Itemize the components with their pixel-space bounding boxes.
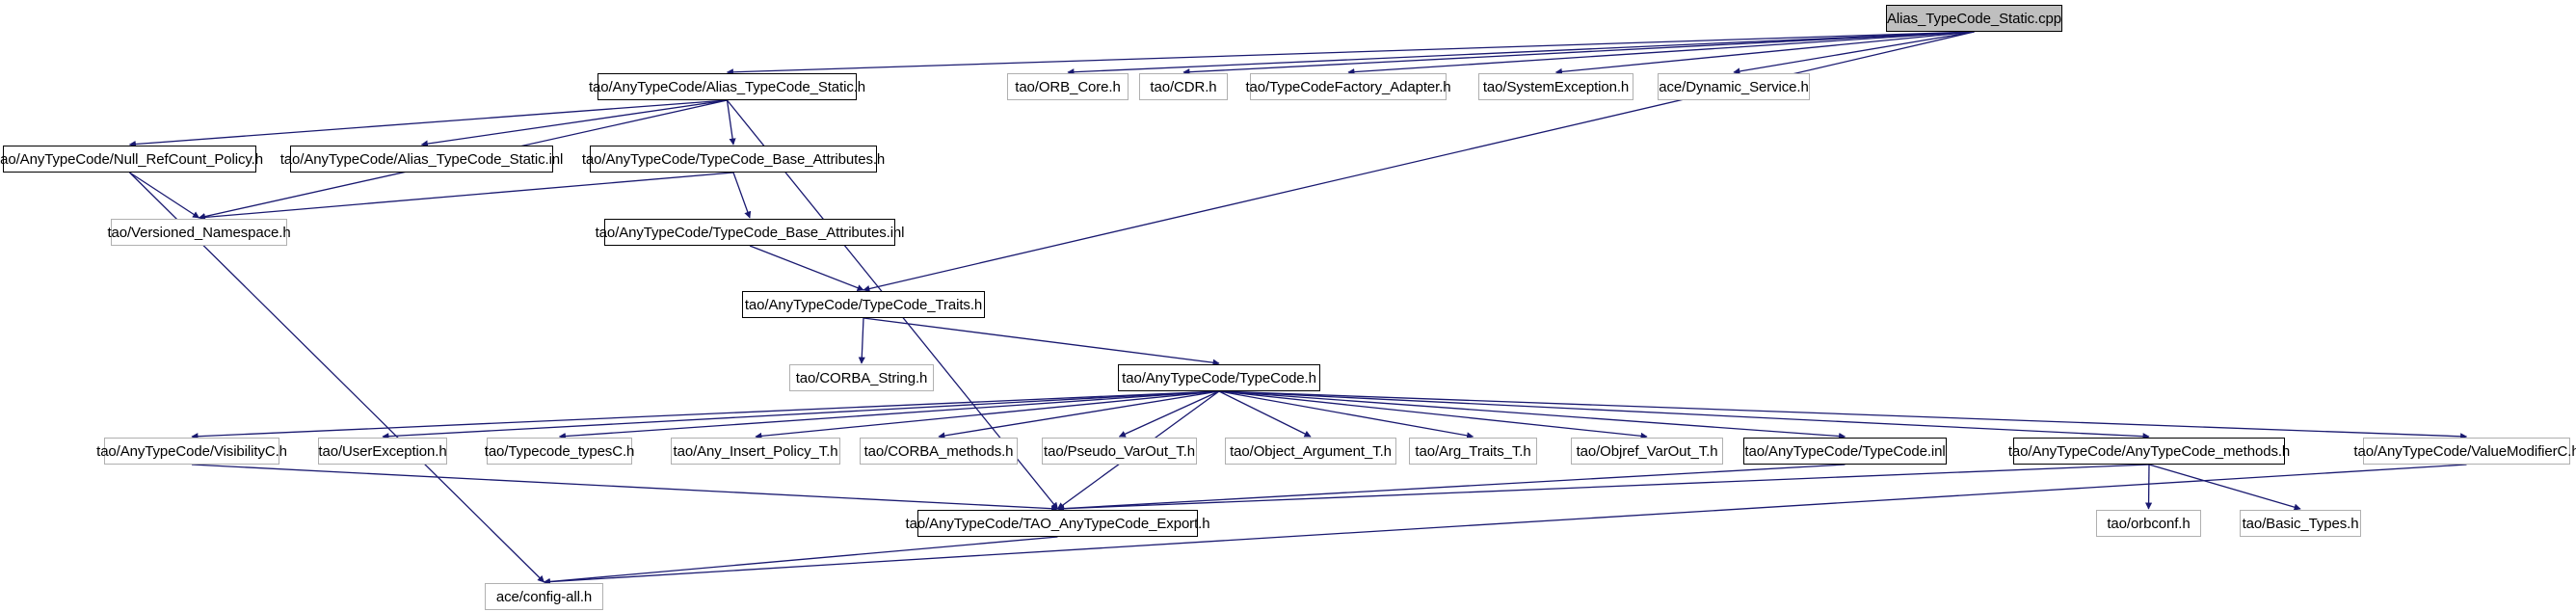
graph-edge-tcba_inl-to-tc_traits xyxy=(749,245,864,291)
graph-edge-typecode_h-to-typecode_types xyxy=(558,390,1220,440)
graph-edge-alias_h-to-tcba_h xyxy=(726,99,736,146)
graph-node-objref_varout[interactable]: tao/Objref_VarOut_T.h xyxy=(1571,438,1723,465)
graph-edge-root-to-sysexc xyxy=(1554,31,1975,75)
graph-node-label: tao/TypeCodeFactory_Adapter.h xyxy=(1245,78,1451,95)
graph-node-label: tao/Typecode_typesC.h xyxy=(484,442,635,460)
graph-node-label: tao/orbconf.h xyxy=(2107,515,2191,532)
graph-node-alias_inl[interactable]: tao/AnyTypeCode/Alias_TypeCode_Static.in… xyxy=(280,146,563,173)
graph-edge-tc_traits-to-typecode_h xyxy=(863,317,1220,366)
graph-edge-tcba_h-to-versioned_ns xyxy=(198,172,734,222)
graph-node-root[interactable]: Alias_TypeCode_Static.cpp xyxy=(1886,5,2062,32)
graph-node-label: tao/Basic_Types.h xyxy=(2242,515,2359,532)
graph-edge-typecode_h-to-object_arg xyxy=(1218,390,1312,438)
graph-edge-typecode_h-to-typecode_inl xyxy=(1218,390,1846,440)
graph-node-label: tao/UserException.h xyxy=(318,442,447,460)
graph-edge-root-to-tcf_adapter xyxy=(1347,31,1975,76)
graph-node-label: Alias_TypeCode_Static.cpp xyxy=(1887,10,2061,27)
graph-node-tc_traits[interactable]: tao/AnyTypeCode/TypeCode_Traits.h xyxy=(742,291,985,318)
graph-node-cdr[interactable]: tao/CDR.h xyxy=(1139,73,1228,100)
graph-edge-valuemodifier-to-config_all xyxy=(543,464,2467,586)
graph-node-label: tao/CORBA_String.h xyxy=(795,369,928,386)
graph-edge-export_h-to-config_all xyxy=(543,536,1058,585)
graph-edge-atc_methods-to-basic_types xyxy=(2148,464,2301,511)
graph-node-export_h[interactable]: tao/AnyTypeCode/TAO_AnyTypeCode_Export.h xyxy=(906,510,1210,537)
graph-node-atc_methods[interactable]: tao/AnyTypeCode/AnyTypeCode_methods.h xyxy=(2008,438,2290,465)
graph-edge-alias_h-to-alias_inl xyxy=(420,99,728,147)
graph-node-arg_traits[interactable]: tao/Arg_Traits_T.h xyxy=(1409,438,1537,465)
graph-node-label: tao/Object_Argument_T.h xyxy=(1230,442,1392,460)
graph-node-object_arg[interactable]: tao/Object_Argument_T.h xyxy=(1225,438,1396,465)
graph-edge-typecode_h-to-any_insert xyxy=(755,390,1220,439)
graph-node-label: ace/config-all.h xyxy=(495,588,593,605)
graph-node-label: tao/AnyTypeCode/VisibilityC.h xyxy=(96,442,287,460)
graph-node-label: ace/Dynamic_Service.h xyxy=(1659,78,1809,95)
graph-edge-typecode_h-to-objref_varout xyxy=(1218,390,1648,439)
graph-node-pseudo_varout[interactable]: tao/Pseudo_VarOut_T.h xyxy=(1042,438,1197,465)
edge-group xyxy=(128,31,2468,586)
graph-node-label: tao/CDR.h xyxy=(1150,78,1217,95)
graph-node-label: tao/AnyTypeCode/TypeCode.inl xyxy=(1744,442,1946,460)
graph-edge-null_refcount-to-versioned_ns xyxy=(129,172,200,219)
graph-edge-root-to-alias_h xyxy=(726,31,1975,76)
graph-edge-visibilityc-to-export_h xyxy=(191,464,1059,513)
graph-node-label: tao/AnyTypeCode/Alias_TypeCode_Static.in… xyxy=(279,150,564,168)
graph-edge-typecode_inl-to-export_h xyxy=(1056,464,1846,513)
graph-node-label: tao/AnyTypeCode/Null_RefCount_Policy.h xyxy=(0,150,263,168)
graph-node-label: tao/AnyTypeCode/ValueModifierC.h xyxy=(2353,442,2576,460)
graph-edge-root-to-dyn_service xyxy=(1733,31,1975,75)
graph-node-versioned_ns[interactable]: tao/Versioned_Namespace.h xyxy=(107,219,291,246)
graph-node-orbconf[interactable]: tao/orbconf.h xyxy=(2096,510,2201,537)
graph-edge-typecode_h-to-pseudo_varout xyxy=(1118,390,1220,438)
graph-node-basic_types[interactable]: tao/Basic_Types.h xyxy=(2240,510,2361,537)
graph-node-label: tao/AnyTypeCode/Alias_TypeCode_Static.h xyxy=(588,78,866,95)
graph-node-label: tao/AnyTypeCode/AnyTypeCode_methods.h xyxy=(2007,442,2291,460)
graph-node-label: tao/AnyTypeCode/TypeCode_Traits.h xyxy=(744,296,983,313)
graph-node-label: tao/AnyTypeCode/TAO_AnyTypeCode_Export.h xyxy=(905,515,1210,532)
graph-node-label: tao/AnyTypeCode/TypeCode_Base_Attributes… xyxy=(581,150,886,168)
graph-node-label: tao/Versioned_Namespace.h xyxy=(107,224,291,241)
graph-node-typecode_types[interactable]: tao/Typecode_typesC.h xyxy=(485,438,634,465)
graph-node-visibilityc[interactable]: tao/AnyTypeCode/VisibilityC.h xyxy=(96,438,287,465)
graph-node-tcba_inl[interactable]: tao/AnyTypeCode/TypeCode_Base_Attributes… xyxy=(596,219,905,246)
graph-edge-tc_traits-to-corba_string xyxy=(858,317,865,364)
graph-node-userexception[interactable]: tao/UserException.h xyxy=(318,438,447,465)
graph-edge-typecode_h-to-userexception xyxy=(382,390,1220,440)
graph-node-null_refcount[interactable]: tao/AnyTypeCode/Null_RefCount_Policy.h xyxy=(0,146,263,173)
graph-node-label: tao/SystemException.h xyxy=(1482,78,1630,95)
graph-node-label: tao/Any_Insert_Policy_T.h xyxy=(673,442,838,460)
graph-edge-typecode_h-to-visibilityc xyxy=(191,390,1220,440)
graph-node-tcf_adapter[interactable]: tao/TypeCodeFactory_Adapter.h xyxy=(1245,73,1451,100)
graph-node-tcba_h[interactable]: tao/AnyTypeCode/TypeCode_Base_Attributes… xyxy=(582,146,885,173)
graph-edge-alias_h-to-null_refcount xyxy=(128,99,728,148)
graph-edge-typecode_h-to-atc_methods xyxy=(1218,390,2150,440)
graph-node-corba_methods[interactable]: tao/CORBA_methods.h xyxy=(860,438,1018,465)
graph-node-label: tao/Objref_VarOut_T.h xyxy=(1576,442,1718,460)
graph-edge-tcba_h-to-tcba_inl xyxy=(732,172,752,219)
graph-node-config_all[interactable]: ace/config-all.h xyxy=(485,583,603,610)
graph-node-orb_core[interactable]: tao/ORB_Core.h xyxy=(1007,73,1129,100)
graph-edge-atc_methods-to-orbconf xyxy=(2144,464,2153,510)
graph-node-any_insert[interactable]: tao/Any_Insert_Policy_T.h xyxy=(671,438,840,465)
graph-edge-typecode_h-to-valuemodifier xyxy=(1218,390,2468,440)
graph-edge-root-to-cdr xyxy=(1182,31,1975,76)
graph-node-label: tao/AnyTypeCode/TypeCode_Base_Attributes… xyxy=(595,224,905,241)
graph-node-sysexc[interactable]: tao/SystemException.h xyxy=(1478,73,1633,100)
graph-node-label: tao/ORB_Core.h xyxy=(1015,78,1121,95)
graph-node-alias_h[interactable]: tao/AnyTypeCode/Alias_TypeCode_Static.h xyxy=(589,73,865,100)
graph-edge-atc_methods-to-export_h xyxy=(1056,464,2150,513)
graph-node-corba_string[interactable]: tao/CORBA_String.h xyxy=(789,364,934,391)
graph-edge-typecode_h-to-corba_methods xyxy=(938,390,1220,439)
graph-edge-root-to-orb_core xyxy=(1067,31,1975,76)
graph-node-label: tao/Pseudo_VarOut_T.h xyxy=(1044,442,1195,460)
graph-node-typecode_h[interactable]: tao/AnyTypeCode/TypeCode.h xyxy=(1118,364,1320,391)
graph-node-label: tao/AnyTypeCode/TypeCode.h xyxy=(1122,369,1316,386)
graph-edge-typecode_h-to-arg_traits xyxy=(1218,390,1474,439)
graph-edge-root-to-tc_traits xyxy=(863,31,1975,293)
graph-node-typecode_inl[interactable]: tao/AnyTypeCode/TypeCode.inl xyxy=(1743,438,1947,465)
graph-node-valuemodifier[interactable]: tao/AnyTypeCode/ValueModifierC.h xyxy=(2353,438,2576,465)
graph-node-dyn_service[interactable]: ace/Dynamic_Service.h xyxy=(1658,73,1810,100)
graph-node-label: tao/Arg_Traits_T.h xyxy=(1415,442,1531,460)
graph-node-label: tao/CORBA_methods.h xyxy=(863,442,1014,460)
